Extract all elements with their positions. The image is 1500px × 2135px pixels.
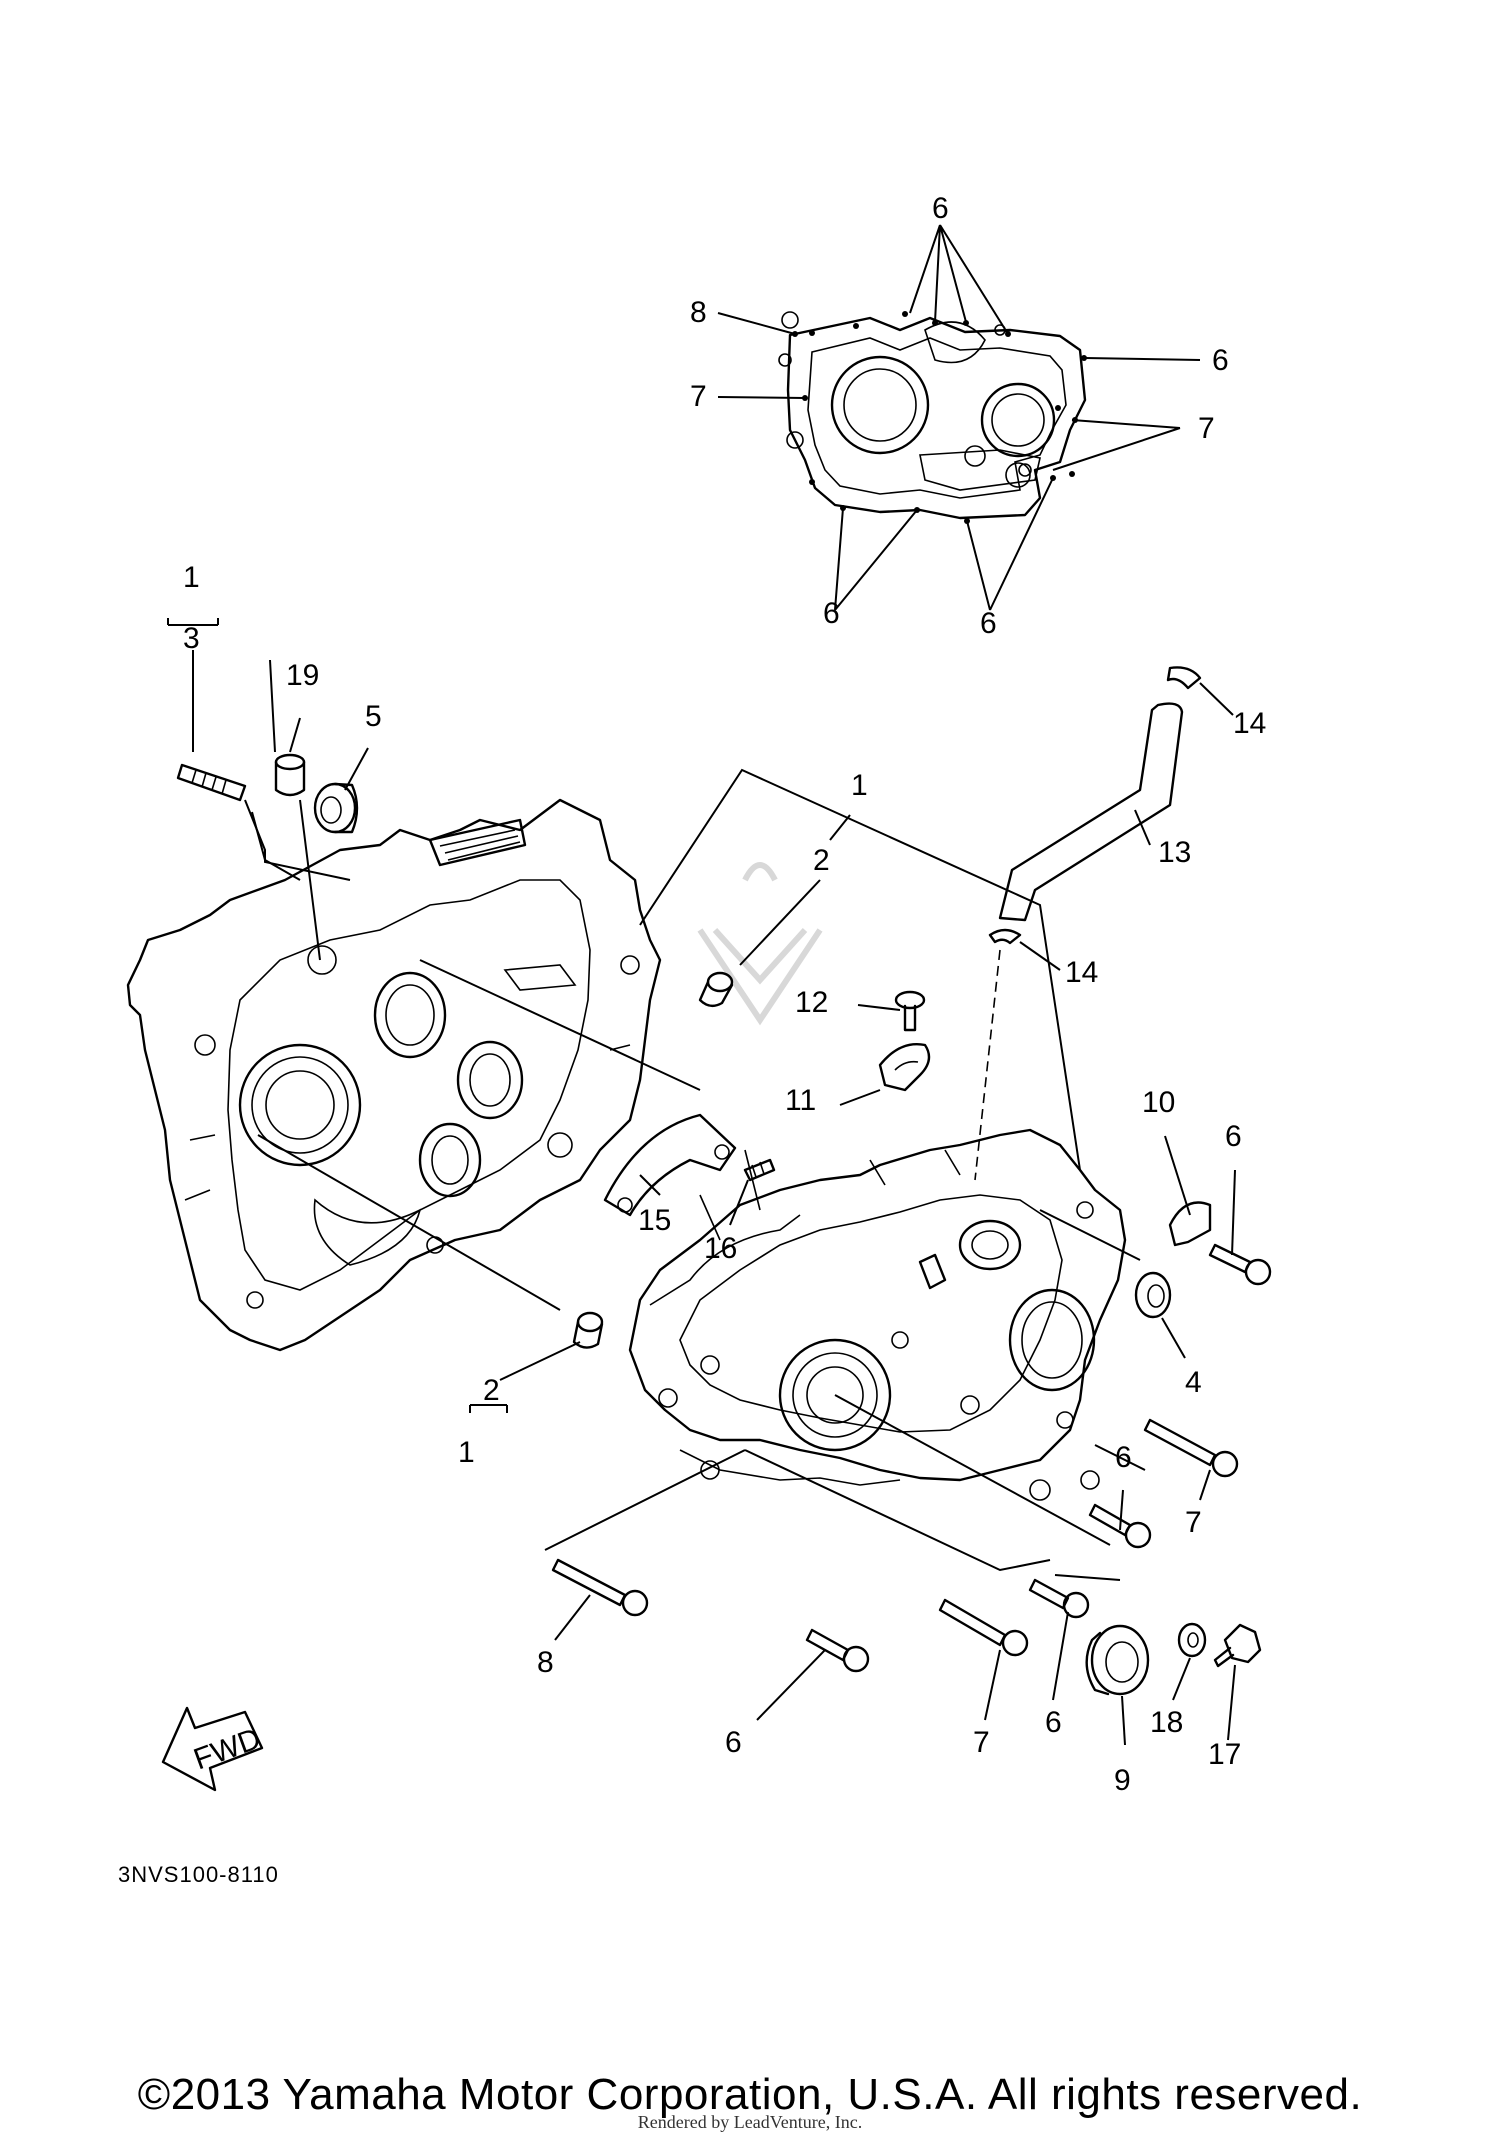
callout-1-left: 1 [183, 561, 200, 594]
left-crankcase [126, 798, 662, 1352]
callout-6-gasket-bottom-left: 6 [823, 597, 840, 630]
assembly-guide-lines [244, 659, 1146, 1581]
callout-7-mid-right: 7 [1185, 1506, 1202, 1539]
part-3-stud [176, 763, 247, 802]
part-2-dowel-lower [572, 1311, 604, 1349]
callout-14-mid: 14 [1065, 956, 1098, 989]
part-9-oil-seal [1085, 1624, 1150, 1696]
gasket-leader-lines [717, 224, 1201, 611]
part-11-clamp [878, 1043, 931, 1092]
callout-6-mid-right: 6 [1115, 1441, 1132, 1474]
watermark-logo [697, 862, 823, 1026]
part-2-dowel-upper [698, 971, 734, 1008]
part-7-bolt-bottom [938, 1598, 1029, 1657]
part-14-clip-mid [988, 928, 1022, 945]
part-10-clamp [1168, 1201, 1212, 1247]
callout-4: 4 [1185, 1366, 1202, 1399]
callout-8-gasket: 8 [690, 296, 707, 329]
part-6-bolt-right [1208, 1243, 1272, 1286]
callout-6-bottom: 6 [725, 1726, 742, 1759]
callout-6-gasket-right: 6 [1212, 344, 1229, 377]
part-12-screw [894, 990, 926, 1032]
fwd-label: FWD [189, 1722, 264, 1776]
callout-1-center: 1 [851, 769, 868, 802]
callout-2-lower: 2 [483, 1374, 500, 1407]
callout-1-lower: 1 [458, 1436, 475, 1469]
callout-16: 16 [704, 1232, 737, 1265]
part-16-screw [743, 1158, 776, 1182]
part-8-bolt [551, 1558, 649, 1617]
callout-17: 17 [1208, 1738, 1241, 1771]
callout-6-gasket-bottom-right: 6 [980, 607, 997, 640]
part-7-bolt-right [1143, 1418, 1239, 1478]
callout-9: 9 [1114, 1764, 1131, 1797]
part-15-retainer [603, 1113, 737, 1217]
part-13-breather-hose [998, 702, 1184, 922]
part-6-bolt-bottom-2 [1028, 1578, 1090, 1619]
rendered-by-credit: Rendered by LeadVenture, Inc. [637, 2112, 863, 2132]
fwd-arrow-icon: FWD [161, 1706, 265, 1792]
callout-numbers: 6 8 7 6 7 6 6 1 3 19 5 1 2 14 13 14 12 1… [183, 192, 1266, 1797]
callout-7-gasket-right: 7 [1198, 412, 1215, 445]
part-6-bolt-mid [1088, 1503, 1152, 1549]
callout-12: 12 [795, 986, 828, 1019]
callout-8-bottom: 8 [537, 1646, 554, 1679]
part-5-oil-seal [313, 782, 359, 834]
callout-18: 18 [1150, 1706, 1183, 1739]
callout-5: 5 [365, 700, 382, 733]
callout-10: 10 [1142, 1086, 1175, 1119]
part-6-bolt-bottom [805, 1628, 870, 1673]
crankcase-gasket-inset [778, 311, 1087, 524]
part-17-drain-bolt [1213, 1623, 1262, 1668]
callout-13: 13 [1158, 836, 1191, 869]
callout-14-top: 14 [1233, 707, 1266, 740]
callout-6-right: 6 [1225, 1120, 1242, 1153]
callout-7-bottom: 7 [973, 1726, 990, 1759]
callout-15: 15 [638, 1204, 671, 1237]
part-14-clip-top [1166, 666, 1202, 690]
part-18-washer [1177, 1622, 1207, 1658]
callout-7-gasket-left: 7 [690, 380, 707, 413]
callout-2-center: 2 [813, 844, 830, 877]
callout-11: 11 [785, 1084, 816, 1117]
callout-leader-lines [167, 618, 1236, 1746]
callout-19: 19 [286, 659, 319, 692]
diagram-code: 3NVS100-8110 [118, 1862, 279, 1887]
copyright-notice: ©2013 Yamaha Motor Corporation, U.S.A. A… [137, 2070, 1363, 2119]
part-4-seal [1134, 1271, 1172, 1319]
part-19-collar [274, 753, 306, 797]
right-crankcase [628, 1128, 1127, 1501]
callout-3-left: 3 [183, 622, 200, 655]
callout-6-bottom-2: 6 [1045, 1706, 1062, 1739]
callout-6-gasket-top: 6 [932, 192, 949, 225]
